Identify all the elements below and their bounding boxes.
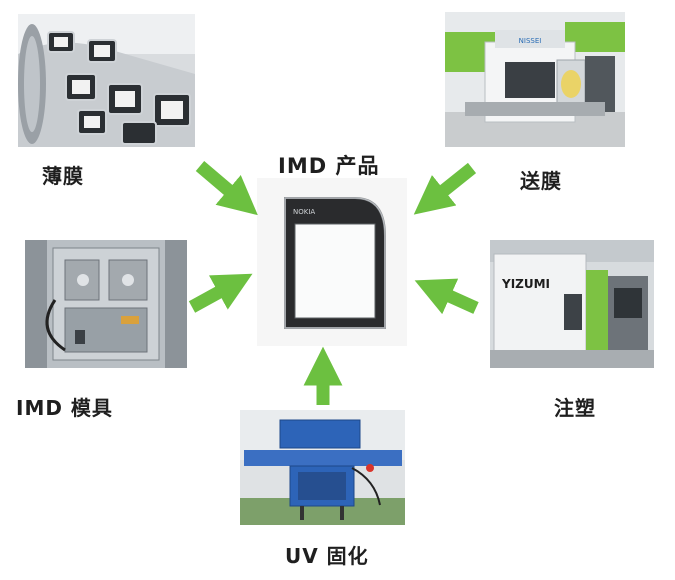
uv-machine-image: [240, 410, 405, 525]
arrow-feed-to-product: [413, 162, 477, 215]
imd-product-photo: NOKIA: [257, 178, 407, 346]
film-feed-label: 送膜: [520, 169, 562, 193]
film-image: [18, 14, 195, 147]
injection-machine-photo: YIZUMI: [490, 240, 654, 368]
feeder-brand-text: NISSEI: [519, 37, 542, 45]
injection-brand-text: YIZUMI: [501, 277, 550, 291]
arrow-mold-to-product: [188, 273, 253, 313]
phone-brand-text: NOKIA: [293, 208, 315, 216]
center-title: IMD 产品: [278, 154, 380, 178]
arrow-film-to-product: [195, 161, 258, 216]
film-feeder-image: NISSEI: [445, 12, 625, 147]
injection-label: 注塑: [554, 396, 596, 420]
film-label: 薄膜: [42, 164, 84, 188]
uv-curing-label: UV 固化: [285, 544, 369, 568]
mold-photo: [25, 240, 187, 368]
injection-machine-image: YIZUMI: [490, 240, 654, 368]
film-feeder-photo: NISSEI: [445, 12, 625, 147]
uv-machine-photo: [240, 410, 405, 525]
mold-image: [25, 240, 187, 368]
arrow-injection-to-product: [414, 278, 479, 315]
mold-label: IMD 模具: [16, 396, 113, 420]
phone-lens-image: NOKIA: [257, 178, 407, 346]
film-photo: [18, 14, 195, 147]
